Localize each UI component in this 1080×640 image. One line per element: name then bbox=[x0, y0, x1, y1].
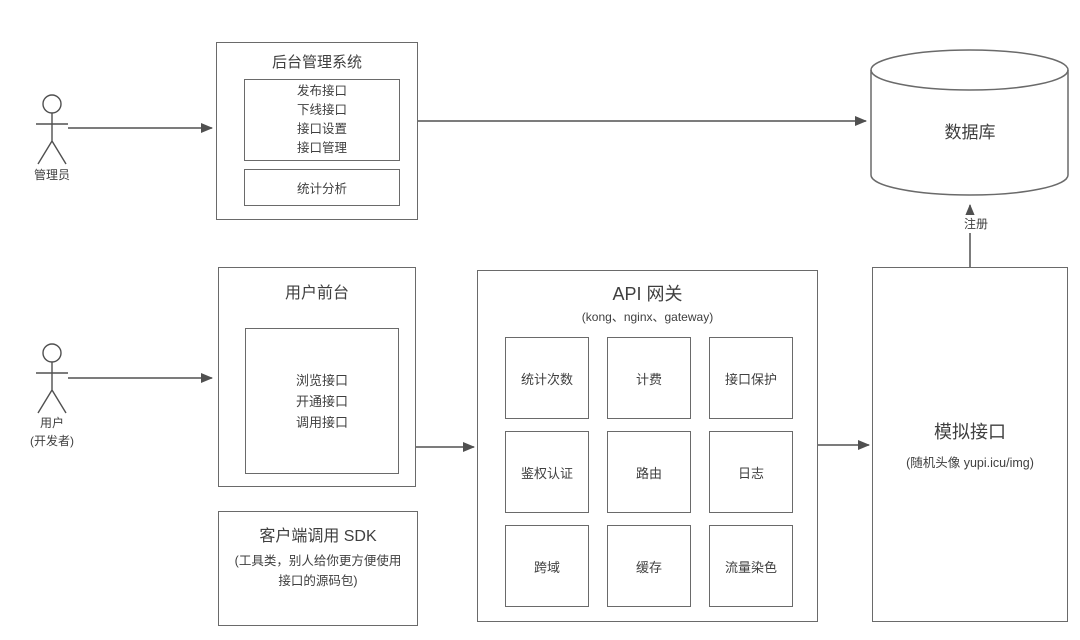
gateway-feature: 缓存 bbox=[607, 525, 691, 607]
gateway-feature: 流量染色 bbox=[709, 525, 793, 607]
mock-api-box: 模拟接口 (随机头像 yupi.icu/img) bbox=[872, 267, 1068, 622]
admin-actor-figure bbox=[36, 94, 68, 165]
frontend-feature: 开通接口 bbox=[295, 393, 348, 409]
register-label: 注册 bbox=[948, 215, 1004, 233]
gateway-feature: 计费 bbox=[607, 337, 691, 419]
gateway-feature: 路由 bbox=[607, 431, 691, 513]
client-sdk-subtitle: (工具类，别人给你更方便使用接口的源码包) bbox=[234, 554, 402, 588]
admin-actor-label: 管理员 bbox=[33, 168, 70, 182]
admin-feature: 下线接口 bbox=[296, 103, 347, 117]
user-actor-sublabel: (开发者) bbox=[30, 434, 74, 448]
admin-system-box: 后台管理系统 发布接口 下线接口 接口设置 接口管理 统计分析 bbox=[216, 42, 418, 220]
frontend-feature: 浏览接口 bbox=[295, 372, 348, 388]
user-actor-label: 用户 bbox=[39, 416, 64, 430]
user-frontend-title: 用户前台 bbox=[284, 285, 349, 302]
gateway-feature-grid: 统计次数 计费 接口保护 鉴权认证 路由 日志 跨域 缓存 流量染色 bbox=[505, 337, 793, 607]
admin-feature: 接口设置 bbox=[296, 122, 347, 136]
frontend-features-box: 浏览接口 开通接口 调用接口 bbox=[245, 328, 399, 474]
gateway-feature: 统计次数 bbox=[505, 337, 589, 419]
client-sdk-box: 客户端调用 SDK (工具类，别人给你更方便使用接口的源码包) bbox=[218, 511, 418, 626]
user-frontend-box: 用户前台 浏览接口 开通接口 调用接口 bbox=[218, 267, 416, 487]
mock-api-title: 模拟接口 bbox=[934, 422, 1006, 442]
database-label: 数据库 bbox=[944, 123, 996, 142]
gateway-feature: 接口保护 bbox=[709, 337, 793, 419]
admin-features-box: 发布接口 下线接口 接口设置 接口管理 bbox=[244, 79, 400, 161]
frontend-feature: 调用接口 bbox=[295, 414, 348, 430]
admin-system-title: 后台管理系统 bbox=[271, 54, 362, 71]
gateway-feature: 日志 bbox=[709, 431, 793, 513]
admin-stats-box: 统计分析 bbox=[244, 169, 400, 206]
api-gateway-title: API 网关 bbox=[612, 284, 683, 304]
user-actor-figure bbox=[36, 343, 68, 414]
gateway-feature: 跨域 bbox=[505, 525, 589, 607]
gateway-feature: 鉴权认证 bbox=[505, 431, 589, 513]
api-gateway-subtitle: (kong、nginx、gateway) bbox=[581, 310, 714, 324]
admin-feature: 发布接口 bbox=[296, 84, 347, 98]
admin-feature: 接口管理 bbox=[296, 141, 347, 155]
client-sdk-title: 客户端调用 SDK bbox=[259, 528, 377, 545]
api-gateway-box: API 网关 (kong、nginx、gateway) 统计次数 计费 接口保护… bbox=[477, 270, 818, 622]
mock-api-subtitle: (随机头像 yupi.icu/img) bbox=[906, 456, 1034, 470]
database-cylinder bbox=[870, 49, 1069, 196]
